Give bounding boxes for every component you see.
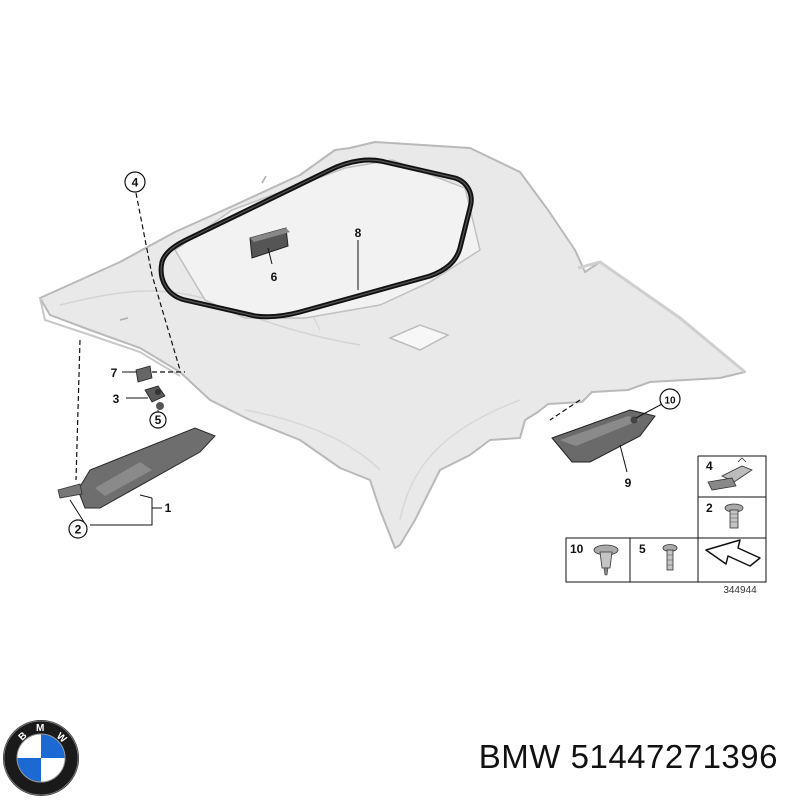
callout-8: 8 bbox=[355, 226, 362, 240]
grab-handle bbox=[249, 227, 290, 259]
svg-text:10: 10 bbox=[664, 396, 676, 407]
table-cell-10: 10 bbox=[570, 542, 619, 576]
assembly-line-left bbox=[75, 339, 81, 481]
visor-cover-right bbox=[551, 409, 656, 463]
callout-4: 4 bbox=[124, 171, 146, 193]
screw-part-5 bbox=[156, 402, 164, 410]
svg-text:1: 1 bbox=[165, 501, 172, 515]
bmw-logo: B M W bbox=[3, 720, 79, 796]
callout-9: 9 bbox=[625, 476, 632, 490]
svg-text:7: 7 bbox=[111, 366, 118, 380]
svg-text:2: 2 bbox=[706, 501, 713, 515]
assembly-line-4 bbox=[135, 192, 181, 371]
part-number-label: BMW 51447271396 bbox=[478, 738, 778, 775]
svg-text:10: 10 bbox=[570, 542, 584, 556]
table-cell-5: 5 bbox=[639, 542, 678, 571]
reference-number: 344944 bbox=[723, 585, 757, 596]
table-cell-4: 4 bbox=[706, 457, 753, 491]
svg-text:6: 6 bbox=[271, 270, 278, 284]
callout-6: 6 bbox=[271, 270, 278, 284]
callout-5: 5 bbox=[149, 411, 167, 429]
direction-arrow-icon bbox=[705, 539, 761, 567]
callout-3: 3 bbox=[113, 392, 120, 406]
callout-1: 1 bbox=[165, 501, 172, 515]
visor-clip-part-7 bbox=[135, 365, 153, 383]
screw-small-icon bbox=[662, 544, 678, 571]
visor-bracket-part-3 bbox=[144, 385, 166, 403]
sun-visor-left bbox=[57, 427, 216, 509]
table-cell-2: 2 bbox=[706, 501, 744, 529]
assembly-line-right bbox=[549, 399, 581, 421]
headliner-panel bbox=[39, 141, 746, 549]
svg-text:3: 3 bbox=[113, 392, 120, 406]
svg-text:5: 5 bbox=[155, 413, 162, 427]
svg-text:5: 5 bbox=[639, 542, 646, 556]
leader-6 bbox=[267, 247, 273, 265]
clip-icon bbox=[707, 457, 753, 491]
svg-text:4: 4 bbox=[706, 459, 713, 473]
svg-text:4: 4 bbox=[132, 176, 139, 190]
leader-10 bbox=[635, 403, 663, 419]
leader-2 bbox=[69, 499, 85, 523]
callout-7: 7 bbox=[111, 366, 118, 380]
screw-icon bbox=[724, 503, 744, 529]
callout-2: 2 bbox=[68, 519, 88, 539]
expanding-rivet-icon bbox=[593, 544, 619, 576]
svg-text:M: M bbox=[36, 723, 44, 734]
callout-10: 10 bbox=[659, 388, 681, 410]
svg-text:8: 8 bbox=[355, 226, 362, 240]
sunroof-seal bbox=[158, 157, 474, 320]
leader-1 bbox=[90, 494, 162, 526]
leader-9 bbox=[619, 444, 628, 473]
svg-text:2: 2 bbox=[75, 523, 82, 537]
parts-table: 4 2 10 5 bbox=[565, 455, 767, 596]
svg-text:9: 9 bbox=[625, 476, 632, 490]
